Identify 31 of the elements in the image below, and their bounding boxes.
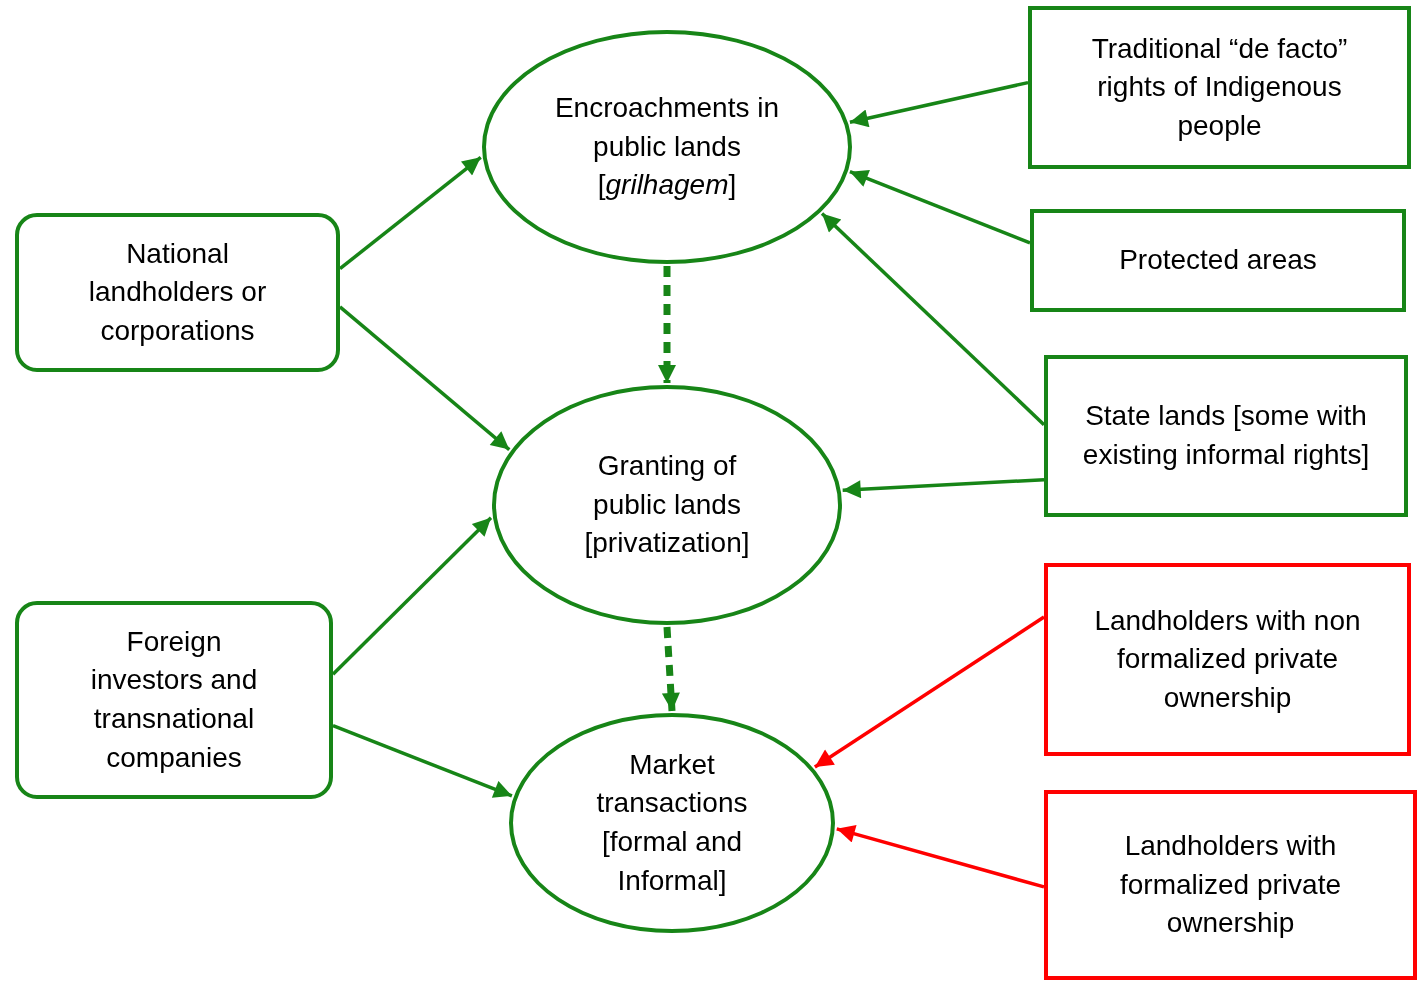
arrow: [813, 615, 1045, 769]
actor-box: [1028, 6, 1411, 169]
actor-box: [1044, 355, 1408, 517]
node-label: Landholders with non formalized private ownership: [1093, 603, 1362, 715]
actor-box: [1044, 790, 1417, 980]
arrow: [338, 305, 511, 451]
process-ellipse: [509, 713, 835, 933]
node-label: Granting of public lands [privatization]: [583, 449, 751, 561]
arrow: [331, 516, 493, 676]
node-label: Encroachments in public lands [grilhagem]: [553, 91, 781, 203]
node-label: National landholders or corporations: [87, 236, 268, 348]
arrow: [842, 478, 1045, 499]
node-label: Landholders with formalized private ownership: [1119, 829, 1342, 941]
actor-box: [1030, 209, 1406, 312]
actor-box: [1044, 563, 1411, 756]
node-label: Foreign investors and transnational companies: [89, 624, 259, 775]
node-label: Market transactions [formal and Informal]: [595, 747, 749, 898]
arrow: [820, 212, 1046, 426]
process-ellipse: [492, 385, 842, 625]
arrow: [849, 80, 1029, 128]
arrow: [338, 156, 482, 271]
arrow: [332, 724, 513, 798]
arrow: [661, 626, 680, 712]
process-ellipse: [482, 30, 852, 264]
actor-box: [15, 213, 340, 372]
arrow: [836, 825, 1045, 889]
actor-box: [15, 601, 333, 799]
node-label: Protected areas: [1118, 243, 1318, 278]
node-label: State lands [some with existing informal rights]: [1081, 399, 1371, 472]
arrow: [849, 170, 1031, 245]
node-label: Traditional “de facto” rights of Indigenous people: [1090, 31, 1349, 143]
